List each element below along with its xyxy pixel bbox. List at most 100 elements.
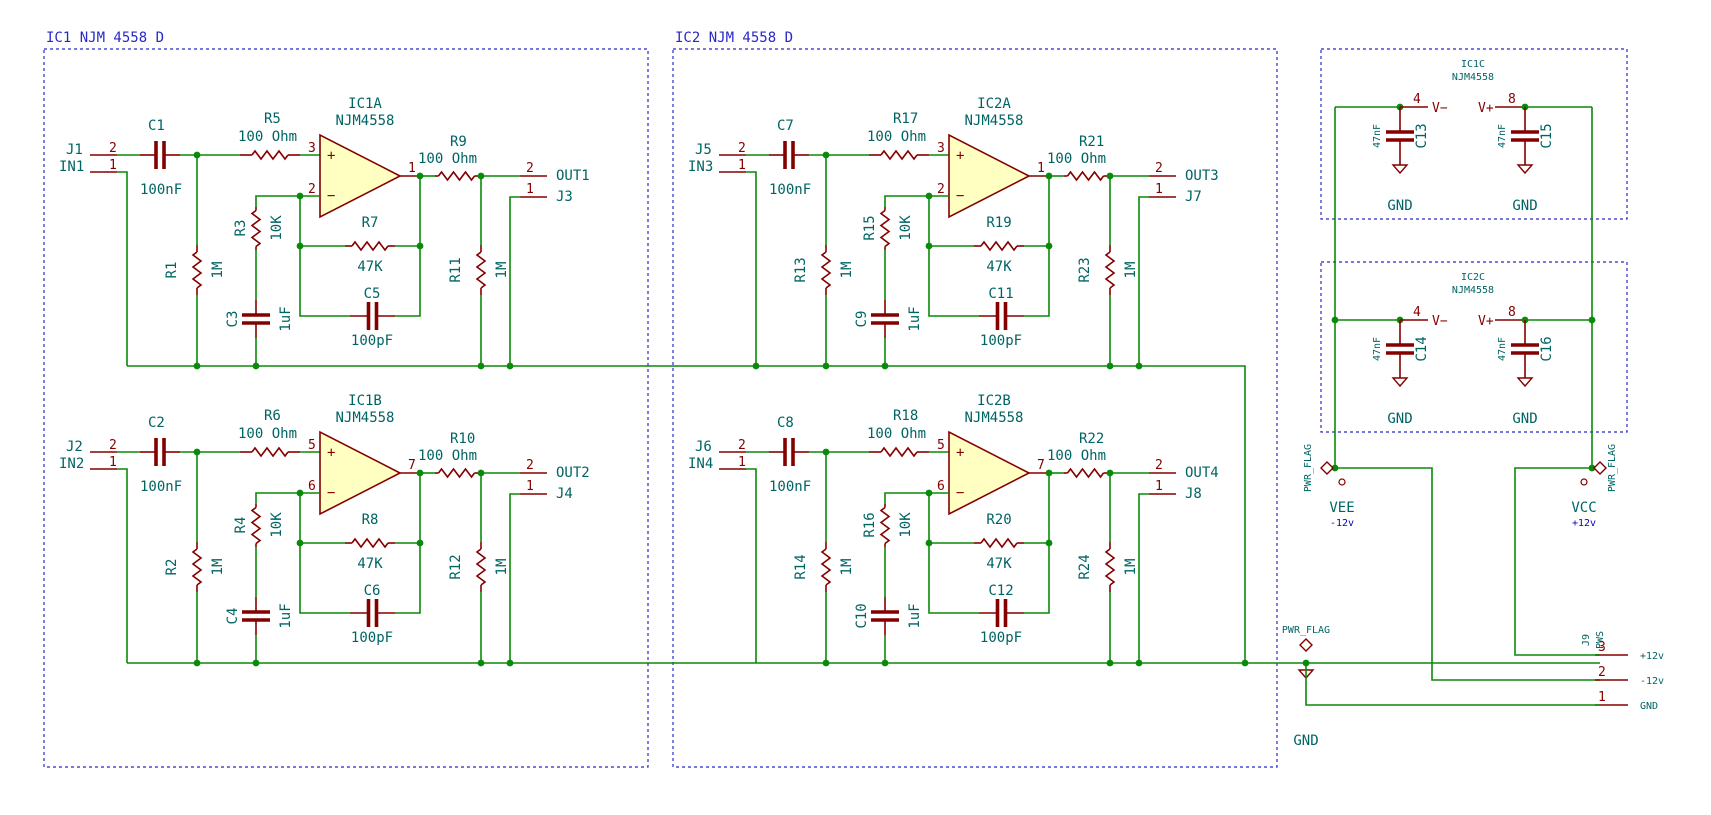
opamp-pin-number: 2 <box>308 182 316 197</box>
supply-pin-label: V+ <box>1478 101 1494 116</box>
output-resistor-ref: R22 <box>1079 431 1104 447</box>
ground-rails <box>127 362 1600 667</box>
gain-resistor-ref: R15 <box>862 215 878 240</box>
output-net-label: OUT2 <box>556 465 590 481</box>
feedback-cap-ref: C5 <box>364 286 381 302</box>
wire <box>746 468 757 663</box>
output-net-label: OUT4 <box>1185 465 1219 481</box>
input-net-label: IN4 <box>688 456 713 472</box>
opamp-ref: IC2B <box>977 393 1011 409</box>
opamp-pin-number: 1 <box>408 161 416 176</box>
feedback-cap-value: 100pF <box>980 333 1022 349</box>
pin-number: 4 <box>1413 305 1421 320</box>
resistor-body <box>475 251 487 289</box>
opamp-pin-number: 5 <box>308 438 316 453</box>
noninverting-sign: + <box>956 445 964 461</box>
bypass-cap-ref: C16 <box>1539 336 1555 361</box>
gain-cap-ref: C3 <box>225 311 241 328</box>
resistor-body <box>980 240 1018 252</box>
load-resistor-value: 1M <box>1123 559 1139 576</box>
opamp-pin-number: 2 <box>937 182 945 197</box>
input-cap-ref: C8 <box>777 415 794 431</box>
power-unit-part: NJM4558 <box>1452 72 1494 83</box>
pwr-flag-label: PWR_FLAG <box>1607 444 1618 492</box>
load-resistor-ref: R23 <box>1077 257 1093 282</box>
output-resistor-value: 100 Ohm <box>1047 151 1106 167</box>
pin-number: 1 <box>109 158 117 173</box>
pin-number: 2 <box>1155 458 1163 473</box>
wire <box>127 365 1246 663</box>
ground-resistor-value: 1M <box>210 262 226 279</box>
vee-label: VEE <box>1329 500 1354 516</box>
gnd-label: GND <box>1512 198 1537 214</box>
input-resistor-value: 100 Ohm <box>238 129 297 145</box>
ground-symbol <box>1516 377 1534 388</box>
junction-dot <box>1331 316 1339 324</box>
connector-name: PWS <box>1595 631 1606 649</box>
load-resistor-value: 1M <box>494 262 510 279</box>
wire <box>928 196 979 317</box>
pin-number: 1 <box>526 182 534 197</box>
wire <box>299 493 350 614</box>
input-net-label: IN1 <box>59 159 84 175</box>
ground-resistor-ref: R2 <box>164 559 180 576</box>
gnd-flag-label: GND <box>1293 733 1318 749</box>
pwr-flag-diamond <box>1593 461 1607 475</box>
feedback-cap-value: 100pF <box>351 630 393 646</box>
bypass-cap-value: 47nF <box>1372 124 1383 148</box>
resistor-body <box>351 537 389 549</box>
ic1-block-frame <box>43 48 649 768</box>
vcc-value: +12v <box>1572 518 1596 529</box>
power-unit-part: NJM4558 <box>1452 285 1494 296</box>
output-jack-ref: J8 <box>1185 486 1202 502</box>
junction-dot <box>752 362 760 370</box>
feedback-cap-ref: C11 <box>988 286 1013 302</box>
feedback-resistor-ref: R20 <box>986 512 1011 528</box>
resistor-body <box>880 446 918 458</box>
pwr-flag-label: PWR_FLAG <box>1303 444 1314 492</box>
gain-cap-value: 1uF <box>907 603 923 628</box>
pin-number: 2 <box>738 438 746 453</box>
opamp-pin-number: 6 <box>308 479 316 494</box>
wire <box>1024 176 1050 317</box>
ic2-block-title: IC2 NJM 4558 D <box>675 30 793 46</box>
resistor-body <box>250 209 262 248</box>
gain-cap-value: 1uF <box>278 603 294 628</box>
feedback-resistor-value: 47K <box>986 556 1012 572</box>
ground-resistor-value: 1M <box>839 559 855 576</box>
feedback-resistor-ref: R8 <box>362 512 379 528</box>
pin-number: 2 <box>109 438 117 453</box>
resistor-body <box>251 446 289 458</box>
wire <box>395 473 421 614</box>
output-jack-ref: J4 <box>556 486 573 502</box>
load-resistor-ref: R11 <box>448 257 464 282</box>
junction-dot <box>1588 316 1596 324</box>
input-resistor-ref: R6 <box>264 408 281 424</box>
input-net-label: IN2 <box>59 456 84 472</box>
input-resistor-value: 100 Ohm <box>867 129 926 145</box>
ic2c-block-frame <box>1320 261 1628 433</box>
pwr-flag-diamond <box>1299 638 1313 652</box>
input-resistor-ref: R18 <box>893 408 918 424</box>
pin-number: 1 <box>738 158 746 173</box>
wire <box>395 176 421 317</box>
wire <box>1514 467 1600 656</box>
resistor-body <box>1066 170 1105 182</box>
inverting-sign: − <box>327 485 335 501</box>
ic1c-block-frame <box>1320 48 1628 220</box>
bypass-cap-value: 47nF <box>1497 124 1508 148</box>
gain-cap-ref: C4 <box>225 608 241 625</box>
resistor-body <box>191 251 203 289</box>
opamp-part: NJM4558 <box>964 113 1023 129</box>
resistor-body <box>251 149 289 161</box>
gnd-label: GND <box>1387 198 1412 214</box>
wire <box>1138 196 1149 366</box>
output-net-label: OUT1 <box>556 168 590 184</box>
resistor-body <box>879 506 891 545</box>
output-jack-ref: J7 <box>1185 189 1202 205</box>
opamp-part: NJM4558 <box>964 410 1023 426</box>
pin-number: 1 <box>526 479 534 494</box>
feedback-cap-value: 100pF <box>351 333 393 349</box>
